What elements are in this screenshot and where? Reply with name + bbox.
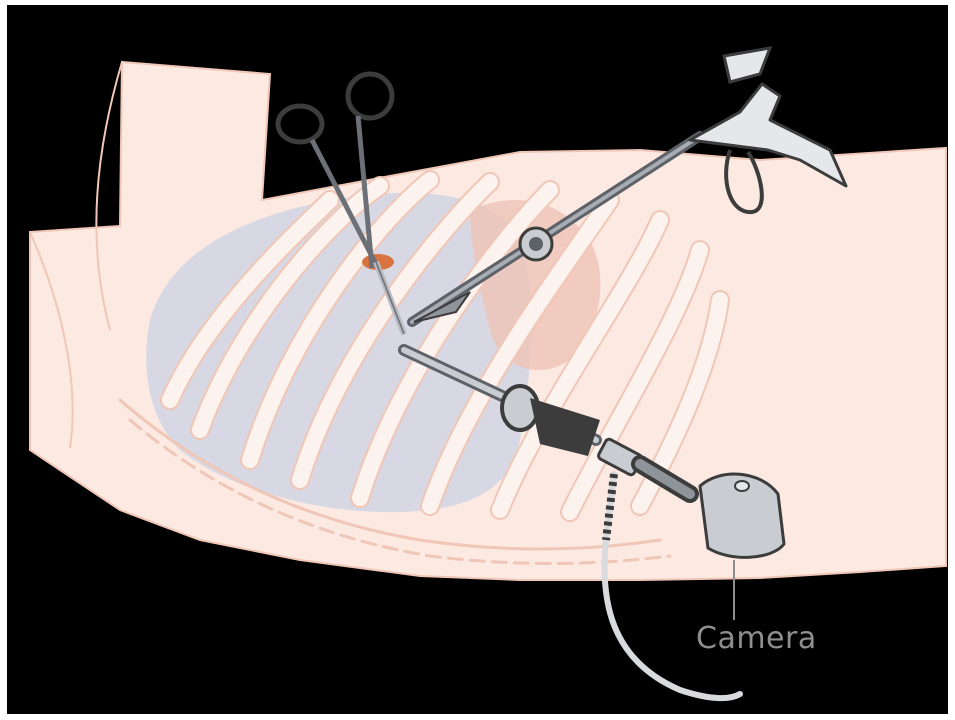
camera-label: Camera (696, 624, 817, 654)
